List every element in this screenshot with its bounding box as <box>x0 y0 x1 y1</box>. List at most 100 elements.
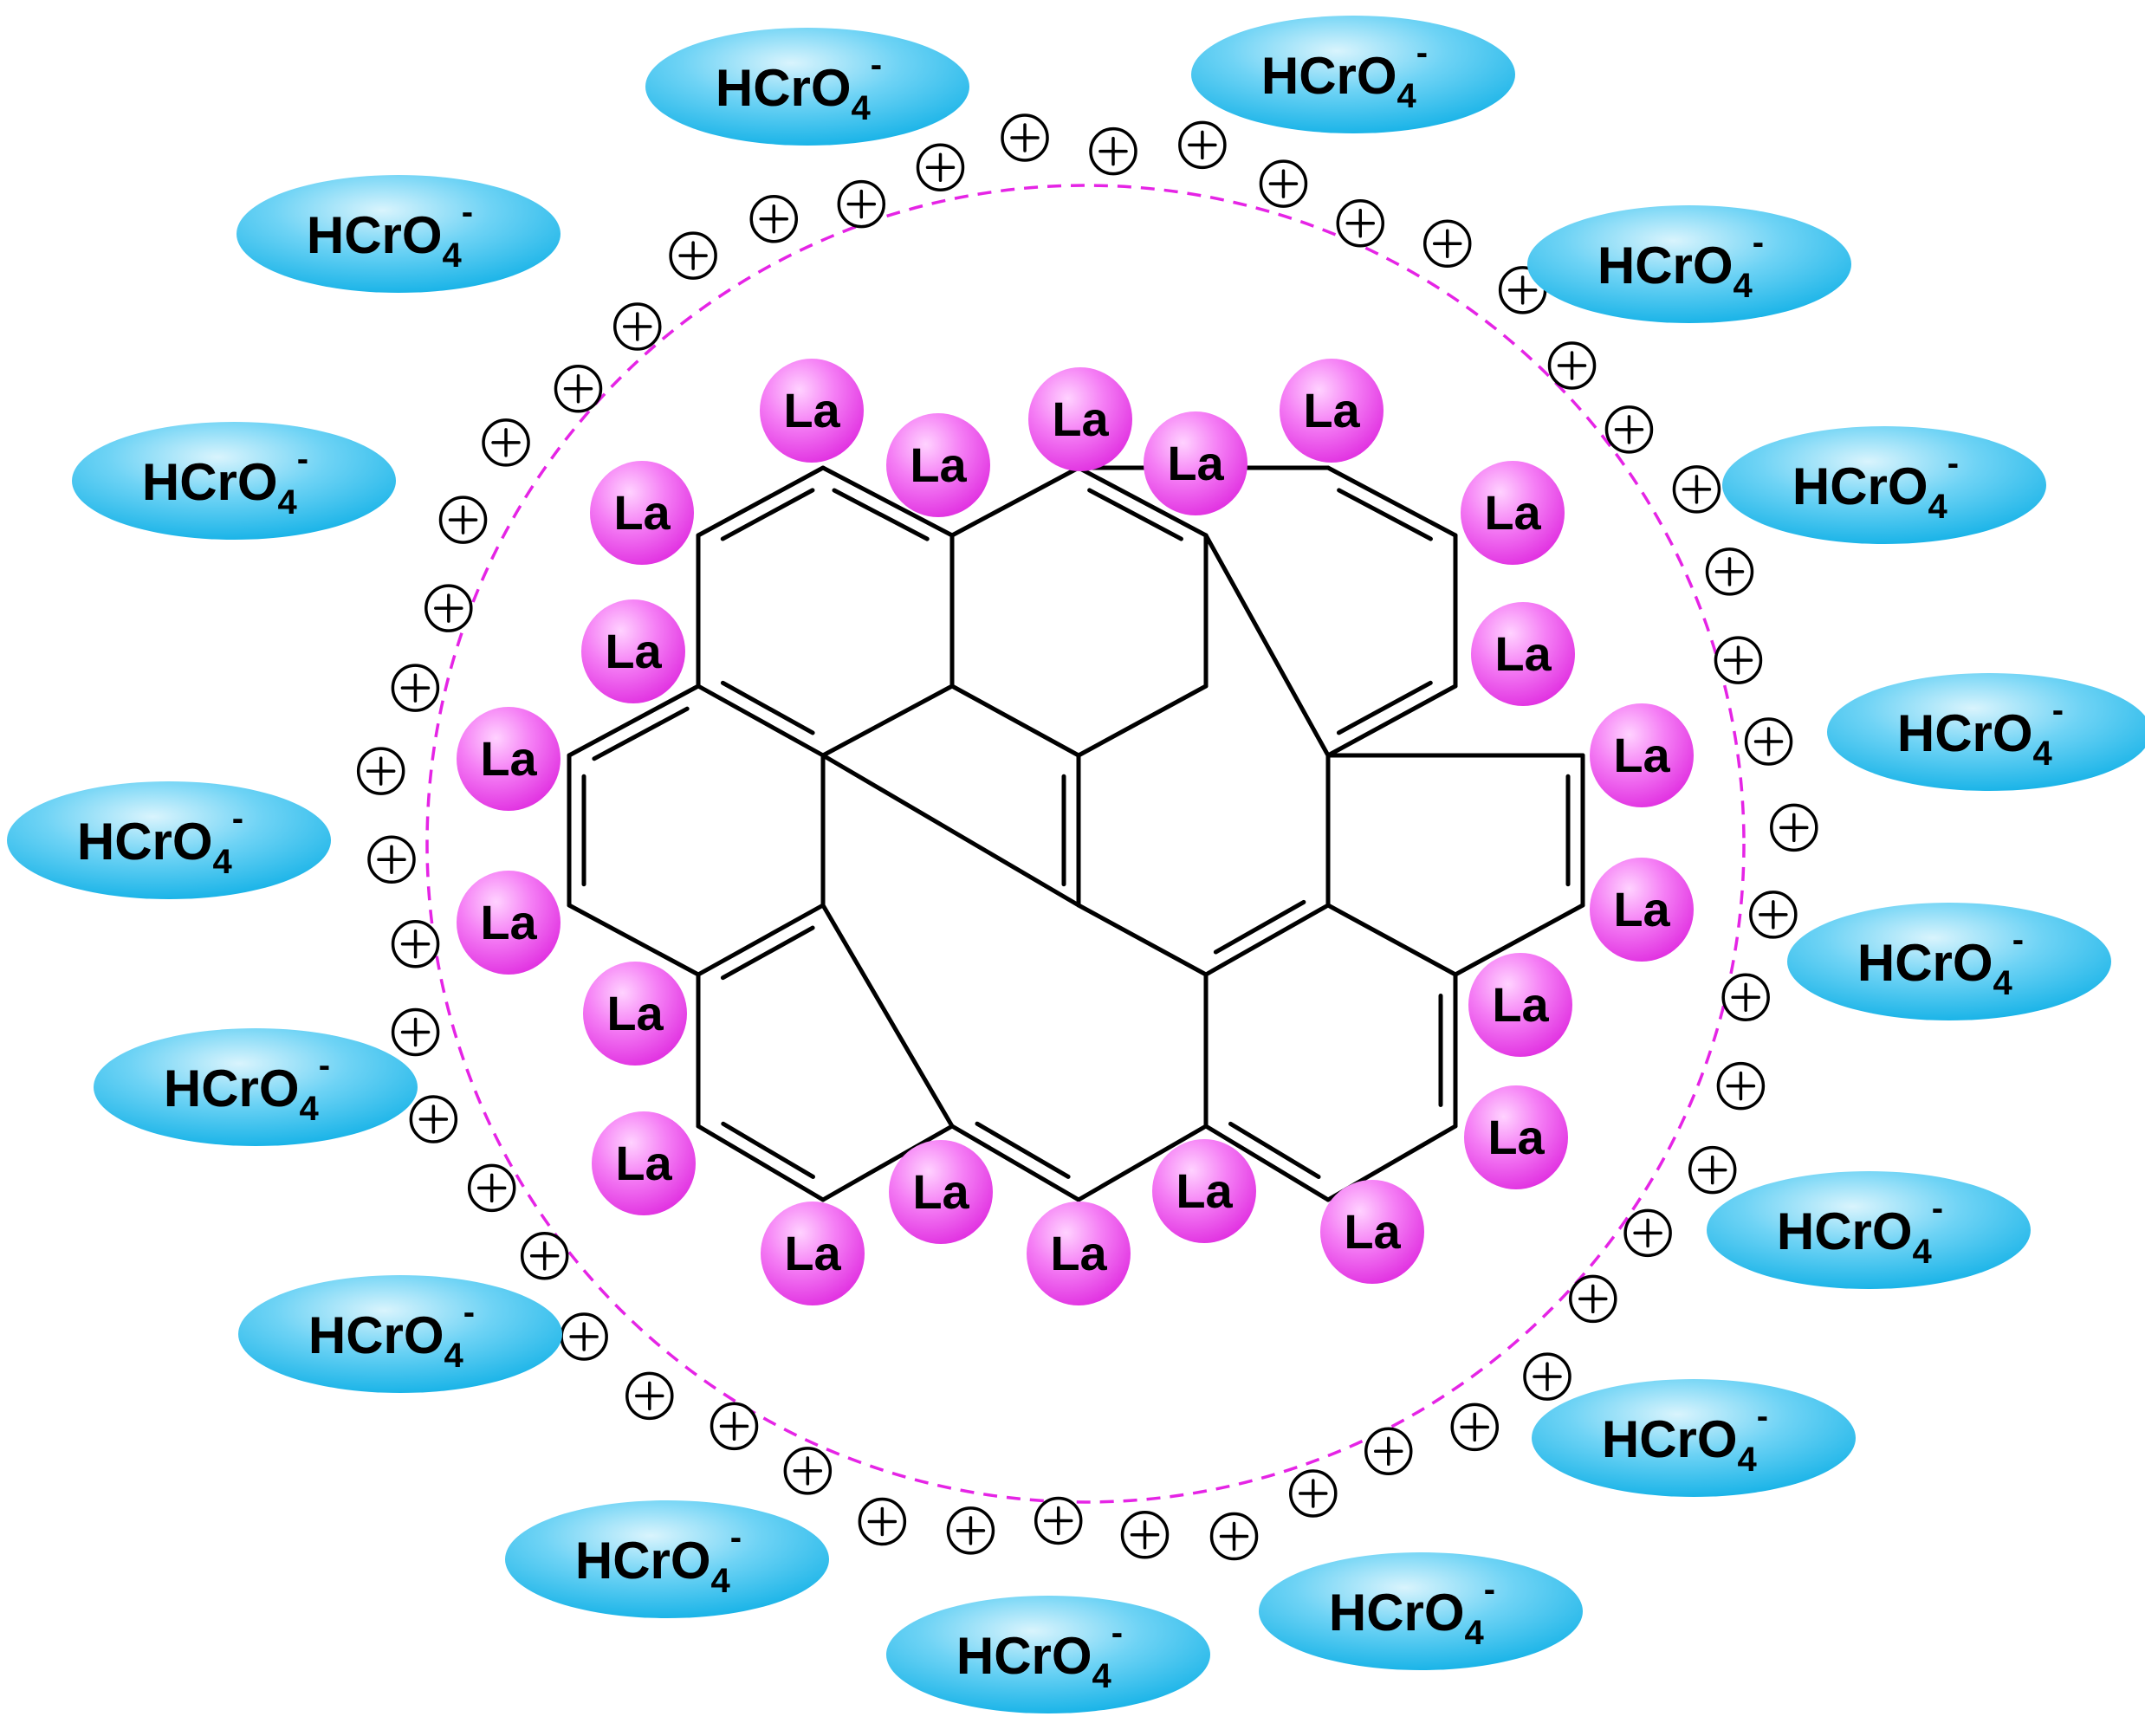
positive-charge-icon <box>391 919 440 968</box>
positive-charge-icon <box>356 747 405 795</box>
bond-line <box>1076 683 1209 758</box>
positive-charge-icon <box>1604 405 1654 454</box>
bond-line <box>820 903 955 1129</box>
chromate-anion: HCrO4- <box>1722 426 2046 544</box>
chromate-anion: HCrO4- <box>1827 673 2145 791</box>
positive-charge-icon <box>1209 1512 1259 1561</box>
double-bond-line <box>1087 488 1183 541</box>
double-bond-line <box>1337 488 1433 541</box>
positive-charge-icon <box>1120 1511 1170 1559</box>
positive-charge-icon <box>1034 1496 1083 1545</box>
lanthanum-site: La <box>457 871 561 975</box>
chromate-anion: HCrO4- <box>237 175 561 293</box>
positive-charge-icon <box>560 1312 608 1361</box>
positive-charge-icon <box>554 365 603 413</box>
lanthanum-site: La <box>760 359 864 463</box>
positive-charge-icon <box>1770 803 1818 852</box>
lanthanum-label: La <box>606 986 664 1040</box>
lanthanum-site: La <box>590 461 694 565</box>
positive-charge-icon <box>1089 126 1137 176</box>
chromate-anion: HCrO4- <box>1707 1171 2031 1289</box>
positive-charge-icon <box>1569 1274 1617 1324</box>
positive-charge-icon <box>1001 113 1049 162</box>
double-bond-line <box>720 488 815 541</box>
positive-charge-icon <box>1716 1061 1766 1111</box>
lanthanum-site: La <box>1152 1139 1256 1243</box>
chromate-anions: HCrO4- HCrO4- HCrO4- HCrO4- HCrO4- HCrO4- HCrO… <box>7 16 2145 1713</box>
positive-charge-icon <box>391 1007 440 1057</box>
double-bond-line <box>1336 680 1433 735</box>
lanthanum-label: La <box>1052 392 1109 446</box>
bond-line <box>1203 533 1331 758</box>
lanthanum-label: La <box>480 895 537 949</box>
positive-charge-icon <box>783 1447 833 1495</box>
positive-charge-icon <box>1289 1469 1338 1518</box>
lanthanum-label: La <box>1176 1163 1233 1218</box>
lanthanum-label: La <box>1487 1110 1545 1164</box>
positive-charge-icon <box>1721 973 1770 1021</box>
bond-line <box>949 1124 1081 1202</box>
lanthanum-site: La <box>592 1111 696 1215</box>
chromate-anion: HCrO4- <box>886 1596 1210 1713</box>
lanthanum-label: La <box>1492 977 1549 1032</box>
positive-charge-ring <box>356 113 1818 1561</box>
positive-charge-icon <box>1688 1145 1737 1195</box>
positive-charge-icon <box>520 1231 569 1280</box>
positive-charge-icon <box>749 194 799 243</box>
lanthanum-label: La <box>1484 485 1541 540</box>
positive-charge-icon <box>367 835 416 884</box>
lanthanum-label: La <box>1050 1226 1107 1280</box>
bond-line <box>820 465 955 538</box>
lanthanum-site: La <box>457 707 561 811</box>
positive-charge-icon <box>1623 1208 1672 1258</box>
bond-line <box>1325 683 1458 758</box>
lanthanum-site: La <box>1464 1085 1568 1189</box>
lanthanum-label: La <box>605 624 662 678</box>
bond-line <box>1203 903 1331 977</box>
bond-line <box>696 903 826 977</box>
lanthanum-label: La <box>615 1136 672 1190</box>
double-bond-line <box>1228 1121 1321 1180</box>
positive-charge-icon <box>837 179 886 229</box>
lanthanum-label: La <box>1613 882 1670 936</box>
chromate-anion: HCrO4- <box>505 1500 829 1618</box>
lanthanum-label: La <box>910 437 967 492</box>
positive-charge-icon <box>1523 1352 1571 1401</box>
bond-line <box>696 683 826 758</box>
chromate-anion: HCrO4- <box>94 1028 418 1146</box>
bond-line <box>1325 465 1458 538</box>
chromate-anion: HCrO4- <box>1191 16 1515 133</box>
double-bond-line <box>1213 899 1306 955</box>
double-bond-line <box>721 1121 815 1179</box>
lanthanum-label: La <box>1344 1204 1401 1259</box>
bond-line <box>567 903 701 977</box>
lanthanum-site: La <box>886 413 990 517</box>
double-bond-line <box>832 488 930 541</box>
positive-charge-icon <box>438 496 488 544</box>
positive-charge-icon <box>1450 1402 1500 1452</box>
lanthanum-site: La <box>581 599 685 703</box>
bond-line <box>820 1124 955 1202</box>
lanthanum-site: La <box>889 1140 993 1244</box>
bond-line <box>820 753 1081 908</box>
positive-charge-icon <box>858 1497 907 1546</box>
lanthanum-label: La <box>1303 383 1360 437</box>
positive-charge-icon <box>946 1506 995 1555</box>
chromate-anion: HCrO4- <box>645 28 969 146</box>
bond-line <box>820 683 955 758</box>
lanthanum-label: La <box>783 383 840 437</box>
bond-line <box>567 683 701 758</box>
surface-boundary-circle <box>425 184 1746 1504</box>
bond-line <box>696 1124 826 1202</box>
chromate-anion: HCrO4- <box>1787 903 2111 1020</box>
lanthanum-site: La <box>1471 602 1575 706</box>
positive-charge-icon <box>424 584 473 632</box>
positive-charge-icon <box>1547 341 1597 390</box>
chromate-anion: HCrO4- <box>1259 1552 1583 1670</box>
positive-charge-icon <box>1364 1427 1413 1475</box>
positive-charge-icon <box>625 1371 674 1421</box>
positive-charge-icon <box>1422 219 1472 269</box>
bond-line <box>1076 903 1209 977</box>
double-bond-line <box>720 680 815 735</box>
